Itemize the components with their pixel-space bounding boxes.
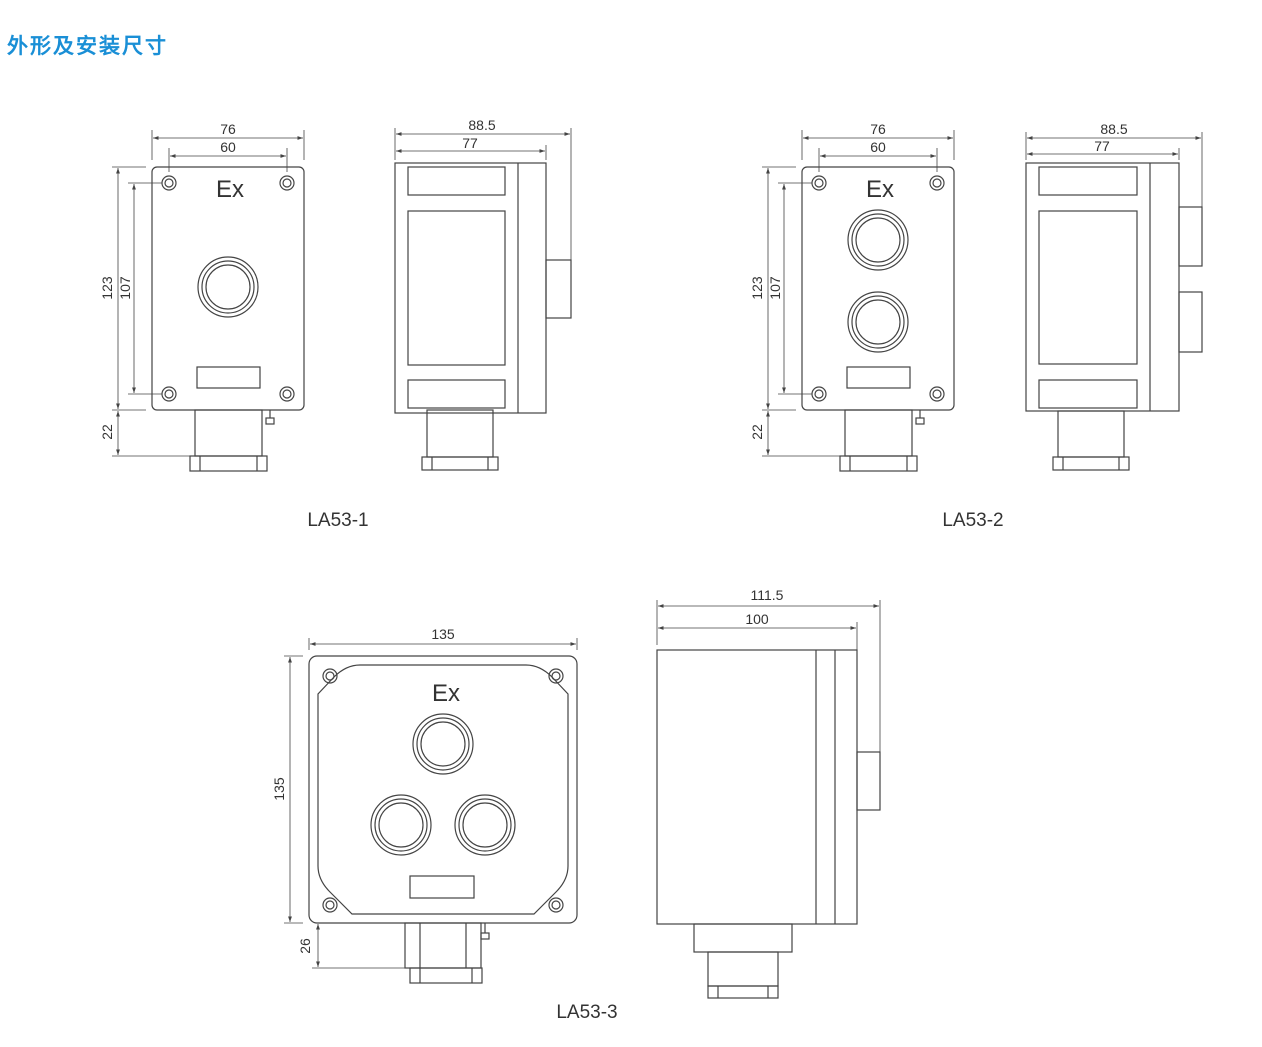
dim-depth-outer: 111.5 — [751, 587, 784, 603]
dim-height: 135 — [271, 777, 287, 801]
dim-depth-inner: 100 — [745, 611, 769, 627]
label-plate — [409, 875, 475, 899]
dim-width: 135 — [431, 626, 455, 642]
dim-width-outer: 76 — [870, 121, 886, 137]
dim-depth-inner: 77 — [462, 135, 478, 151]
label-plate — [846, 366, 911, 389]
dim-height-inner: 107 — [117, 276, 133, 300]
la53-3-front-view — [284, 638, 578, 984]
dim-height-inner: 107 — [767, 276, 783, 300]
dim-depth-outer: 88.5 — [468, 117, 495, 133]
push-button-icon — [454, 794, 516, 856]
push-button-icon — [197, 256, 259, 318]
ex-mark: Ex — [432, 680, 460, 707]
dim-width-inner: 60 — [220, 139, 236, 155]
push-button-icon — [412, 713, 474, 775]
la53-2-side-view — [1025, 132, 1203, 471]
dim-depth-outer: 88.5 — [1100, 121, 1127, 137]
page-title: 外形及安装尺寸 — [7, 34, 168, 58]
dim-bottom: 26 — [297, 938, 313, 954]
model-name: LA53-3 — [556, 1002, 617, 1023]
la53-3-side-view — [656, 600, 881, 999]
dim-depth-inner: 77 — [1094, 138, 1110, 154]
ex-mark: Ex — [216, 176, 244, 203]
la53-1-side-view — [394, 128, 572, 471]
dim-width-outer: 76 — [220, 121, 236, 137]
la53-2-front-view — [762, 130, 955, 472]
ex-mark: Ex — [866, 176, 894, 203]
push-button-icon — [847, 291, 909, 353]
dim-width-inner: 60 — [870, 139, 886, 155]
model-name: LA53-2 — [942, 510, 1003, 531]
model-name: LA53-1 — [307, 510, 368, 531]
label-plate — [196, 366, 261, 389]
push-button-icon — [370, 794, 432, 856]
la53-1-front-view — [112, 130, 305, 472]
dim-bottom: 22 — [99, 424, 115, 440]
dim-height-outer: 123 — [749, 276, 765, 300]
push-button-icon — [847, 209, 909, 271]
dim-bottom: 22 — [749, 424, 765, 440]
dim-height-outer: 123 — [99, 276, 115, 300]
